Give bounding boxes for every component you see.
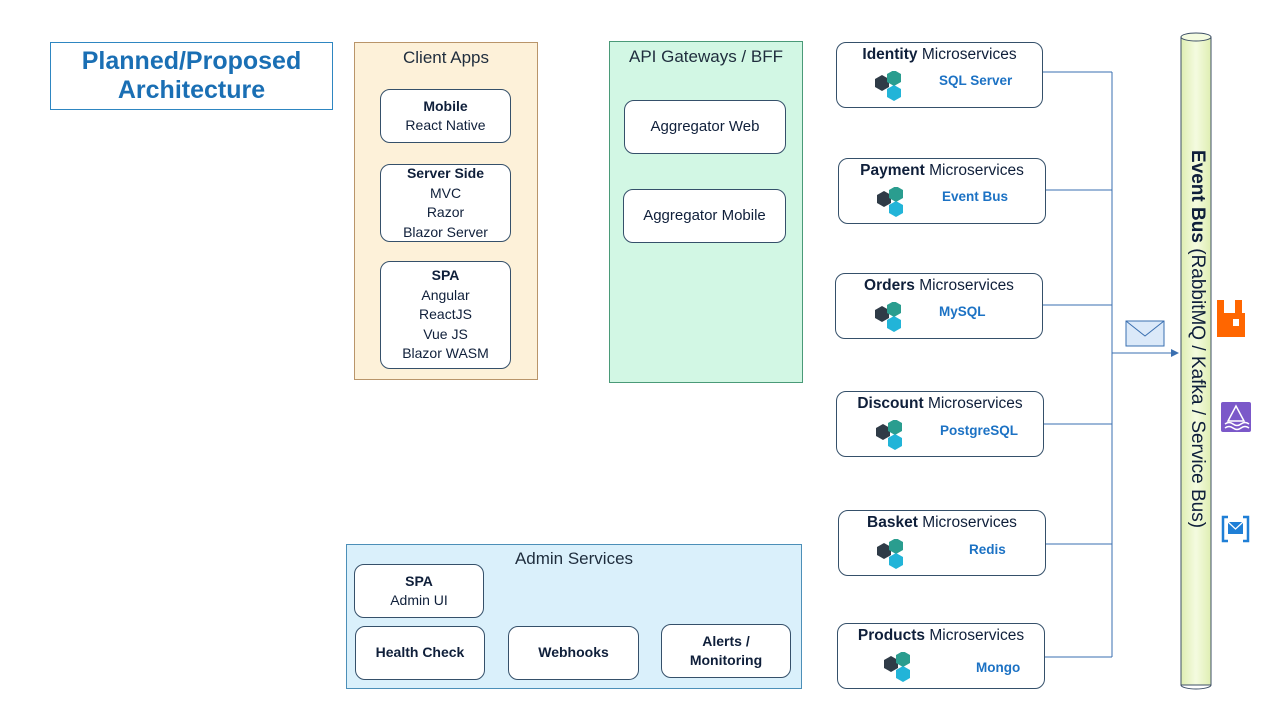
microservice-suffix: Microservices <box>921 46 1017 63</box>
alerts-label-line2: Monitoring <box>689 652 763 668</box>
admin-spa-card: SPA Admin UI <box>354 564 484 618</box>
microservice-name: Orders <box>864 277 915 294</box>
spa-client-name: SPA <box>431 267 460 284</box>
server-side-item: Razor <box>426 204 465 220</box>
hexagon-cluster-icon <box>877 539 903 569</box>
server-side-client-card: Server Side MVC Razor Blazor Server <box>380 164 511 242</box>
admin-spa-name: SPA <box>405 572 433 589</box>
hexagon-cluster-icon <box>875 71 901 101</box>
spa-item: Angular <box>421 286 470 303</box>
api-gateways-panel: API Gateways / BFF Aggregator Web Aggreg… <box>609 41 803 383</box>
basket-microservice-card: Basket Microservices Redis <box>838 510 1046 576</box>
diagram-title-line1: Planned/Proposed <box>81 47 302 75</box>
hexagon-cluster-icon <box>877 187 903 217</box>
client-apps-title: Client Apps <box>403 48 489 67</box>
microservice-title: Basket Microservices <box>839 514 1045 532</box>
microservice-suffix: Microservices <box>919 277 1014 294</box>
orders-microservice-card: Orders Microservices MySQL <box>835 273 1043 339</box>
microservice-name: Identity <box>862 46 918 63</box>
hexagon-cluster-icon <box>884 652 910 682</box>
microservice-title: Payment Microservices <box>839 162 1045 180</box>
admin-spa-desc: Admin UI <box>390 592 448 608</box>
microservice-suffix: Microservices <box>929 162 1024 179</box>
event-bus-cylinder <box>1180 32 1212 690</box>
microservice-name: Discount <box>857 395 924 412</box>
mobile-client-card: Mobile React Native <box>380 89 511 143</box>
microservice-name: Basket <box>867 514 918 531</box>
hexagon-cluster-icon <box>875 302 901 332</box>
service-bus-icon <box>1221 515 1250 543</box>
alerts-monitoring-card: Alerts / Monitoring <box>661 624 791 678</box>
microservice-db: PostgreSQL <box>940 423 1019 438</box>
event-bus-label-rest: (RabbitMQ / Kafka / Service Bus) <box>1187 242 1208 529</box>
microservice-title: Orders Microservices <box>836 277 1042 295</box>
health-check-label: Health Check <box>375 644 465 661</box>
microservice-db: Mongo <box>976 660 1021 675</box>
aggregator-mobile-card: Aggregator Mobile <box>623 189 786 243</box>
microservice-db: Event Bus <box>942 189 1009 204</box>
kafka-icon <box>1221 402 1251 432</box>
admin-services-title: Admin Services <box>514 549 634 568</box>
diagram-title-line2: Architecture <box>117 76 266 104</box>
aggregator-web-card: Aggregator Web <box>624 100 786 154</box>
microservice-db: SQL Server <box>939 73 1013 88</box>
microservice-suffix: Microservices <box>922 514 1017 531</box>
mobile-client-tech: React Native <box>405 117 486 133</box>
alerts-label-line1: Alerts / <box>702 632 750 649</box>
hexagon-cluster-icon <box>876 420 902 450</box>
aggregator-mobile-label: Aggregator Mobile <box>643 207 766 225</box>
server-side-item: MVC <box>429 184 462 201</box>
discount-microservice-card: Discount Microservices PostgreSQL <box>836 391 1044 457</box>
admin-services-panel: Admin Services SPA Admin UI Health Check… <box>346 544 802 689</box>
microservice-name: Products <box>857 627 926 644</box>
server-side-client-name: Server Side <box>406 165 485 181</box>
rabbitmq-icon <box>1217 300 1245 337</box>
microservice-title: Products Microservices <box>838 627 1044 645</box>
products-microservice-card: Products Microservices Mongo <box>837 623 1045 689</box>
aggregator-web-label: Aggregator Web <box>650 118 760 136</box>
event-bus-label: Event Bus (RabbitMQ / Kafka / Service Bu… <box>1184 150 1208 580</box>
envelope-icon <box>1125 320 1165 347</box>
identity-microservice-card: Identity Microservices SQL Server <box>836 42 1043 108</box>
client-apps-panel: Client Apps Mobile React Native Server S… <box>354 42 538 380</box>
mobile-client-name: Mobile <box>423 97 468 114</box>
spa-item: Blazor WASM <box>402 345 489 362</box>
event-bus-label-bold: Event Bus <box>1187 150 1208 243</box>
microservice-db: Redis <box>969 542 1006 557</box>
microservice-db: MySQL <box>939 304 986 319</box>
spa-item: Vue JS <box>423 325 468 342</box>
payment-microservice-card: Payment Microservices Event Bus <box>838 158 1046 224</box>
microservice-title: Discount Microservices <box>837 395 1043 413</box>
webhooks-label: Webhooks <box>538 644 609 661</box>
spa-item: ReactJS <box>419 306 472 323</box>
api-gateways-title: API Gateways / BFF <box>629 47 783 66</box>
health-check-card: Health Check <box>355 626 485 680</box>
microservice-suffix: Microservices <box>929 627 1025 644</box>
webhooks-card: Webhooks <box>508 626 639 680</box>
microservice-suffix: Microservices <box>927 395 1023 412</box>
microservice-name: Payment <box>860 162 925 179</box>
server-side-item: Blazor Server <box>403 223 488 240</box>
microservice-title: Identity Microservices <box>837 46 1042 64</box>
diagram-title: Planned/Proposed Architecture <box>50 42 333 110</box>
spa-client-card: SPA Angular ReactJS Vue JS Blazor WASM <box>380 261 511 369</box>
